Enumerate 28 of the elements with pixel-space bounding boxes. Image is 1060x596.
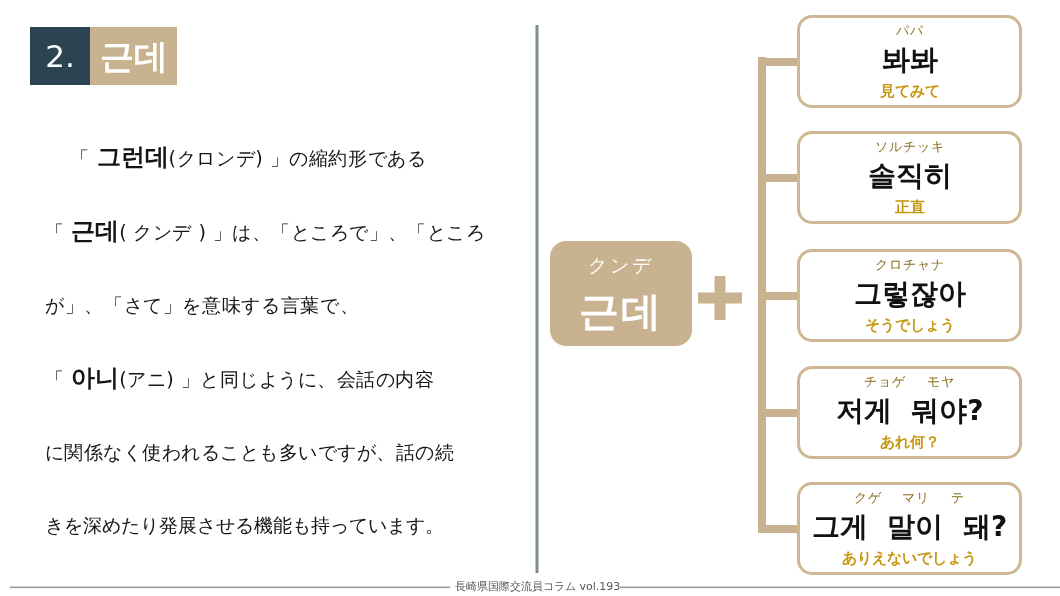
title-banner: 근데 bbox=[90, 27, 177, 85]
phrase-box bbox=[797, 482, 1022, 575]
reading-text: チョゲ モヤ bbox=[864, 373, 955, 390]
korean-word: 근데 bbox=[579, 287, 663, 335]
korean-phrase: 저게 뭐야? bbox=[835, 393, 984, 429]
phrase-box bbox=[797, 366, 1022, 459]
reading-text: パパ bbox=[895, 22, 924, 39]
reading-text: クロチャナ bbox=[874, 256, 945, 273]
phrase-box bbox=[797, 249, 1022, 342]
phrase-box bbox=[797, 15, 1022, 108]
phrase-box bbox=[797, 131, 1022, 224]
word-box bbox=[550, 241, 692, 346]
korean-phrase: 그게 말이 돼? bbox=[811, 509, 1008, 545]
korean-phrase: 봐봐 bbox=[881, 42, 938, 78]
korean-phrase: 그렇잖아 bbox=[853, 276, 966, 312]
translation-text: あれ何？ bbox=[879, 432, 940, 452]
translation-text: ありえないでしょう bbox=[842, 548, 977, 568]
bus-bar bbox=[758, 57, 766, 533]
reading-text: クンデ bbox=[588, 253, 654, 277]
paragraph-text: 「 그런데(クロンデ) 」の縮約形である「 근데( クンデ ) 」は、「ところで」、「ところが」、「さて」を意味する言葉で、「 아니(アニ) 」と同じように、会話の内容に関係なく使われることも多いですが、話の続きを深めたり発展させる機能も持っています。 bbox=[45, 142, 485, 539]
translation-text: そうでしょう bbox=[864, 315, 955, 335]
translation-text: 正直 bbox=[894, 197, 925, 217]
korean-phrase: 솔직히 bbox=[867, 158, 952, 194]
section-number: 2. bbox=[30, 27, 90, 85]
reading-text: ソルチッキ bbox=[874, 138, 945, 155]
reading-text: クゲ マリ テ bbox=[853, 489, 966, 506]
translation-text: 見てみて bbox=[879, 81, 940, 101]
footer-text: 長崎県国際交流員コラム vol.193 bbox=[455, 580, 621, 594]
